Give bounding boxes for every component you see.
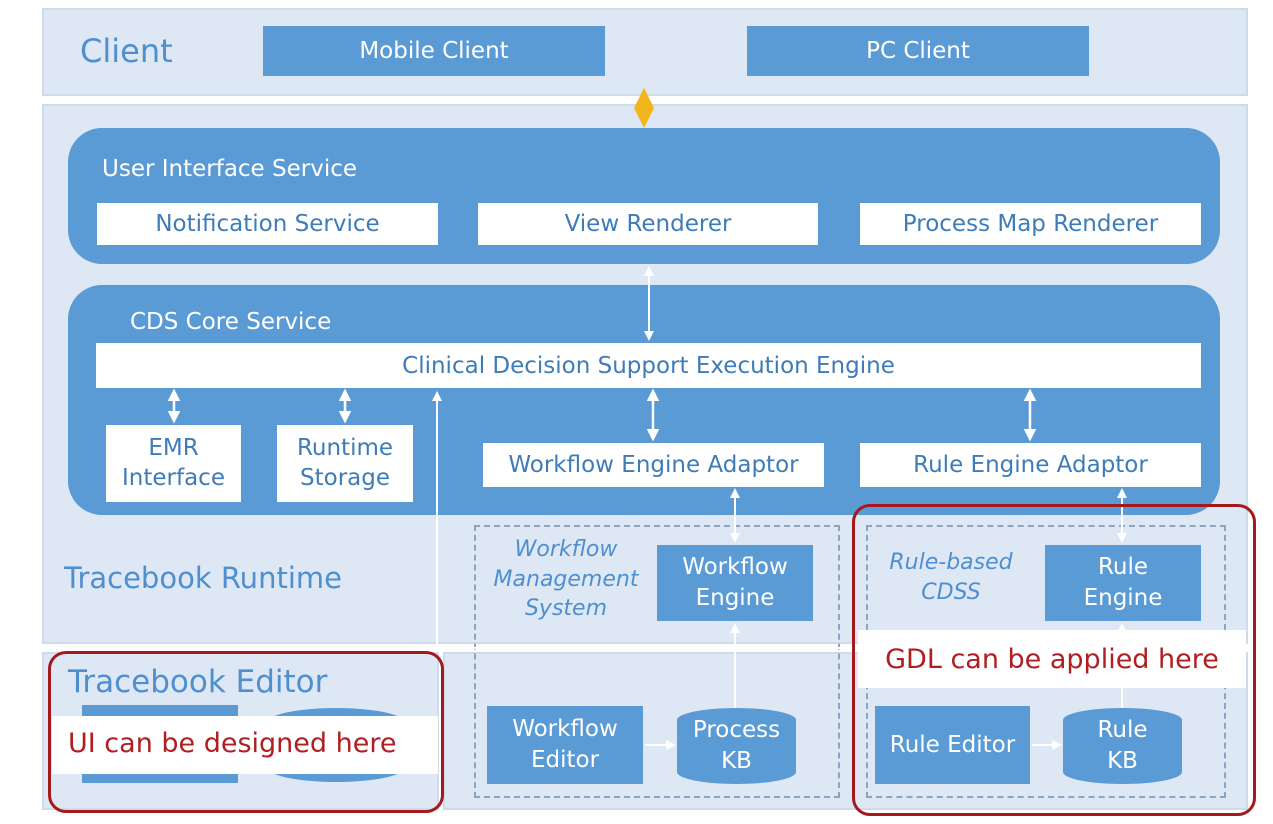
workflow-management-label: Workflow Management System <box>478 535 654 624</box>
wms-line1: Workflow <box>514 537 618 562</box>
client-title: Client <box>80 32 173 70</box>
editor-cds-path <box>432 391 848 649</box>
pc-client-box: PC Client <box>747 26 1089 76</box>
rule-kb-line1: Rule <box>1097 716 1148 743</box>
rule-cdss-line1: Rule-based <box>889 550 1013 575</box>
runtime-storage-box: Runtime Storage <box>277 425 413 502</box>
process-kb-db: Process KB <box>677 708 796 784</box>
emr-interface-box: EMR Interface <box>106 425 241 502</box>
process-map-renderer-box: Process Map Renderer <box>860 203 1201 245</box>
workflow-editor-line1: Workflow <box>512 715 618 742</box>
workflow-editor-line2: Editor <box>530 747 600 773</box>
process-kb-line1: Process <box>692 716 781 743</box>
rule-engine-line2: Engine <box>1083 585 1163 611</box>
runtime-storage-line2: Storage <box>300 464 390 491</box>
workflow-management-group <box>474 525 840 798</box>
rule-cdss-label: Rule-based CDSS <box>872 548 1030 607</box>
rule-cdss-line2: CDSS <box>921 579 981 605</box>
gdl-callout-frame <box>852 504 1256 816</box>
view-renderer-box: View Renderer <box>478 203 818 245</box>
rule-kb-line2: KB <box>1107 748 1138 774</box>
emr-interface-line1: EMR <box>148 434 199 461</box>
rule-engine-line1: Rule <box>1097 553 1149 580</box>
process-kb-line2: KB <box>721 748 752 774</box>
ui-callout-frame <box>48 651 444 813</box>
workflow-engine-line2: Engine <box>695 585 775 611</box>
gdl-callout-banner: GDL can be applied here <box>858 630 1246 688</box>
editor-title: Tracebook Editor <box>68 664 328 700</box>
notification-service-box: Notification Service <box>97 203 438 245</box>
ui-callout-text: UI can be designed here <box>68 728 397 759</box>
workflow-engine-line1: Workflow <box>682 553 788 580</box>
mobile-client-box: Mobile Client <box>263 26 605 76</box>
workflow-editor-box: Workflow Editor <box>487 706 643 784</box>
rule-engine-adaptor-box: Rule Engine Adaptor <box>860 443 1201 487</box>
rule-engine-box: Rule Engine <box>1045 545 1201 621</box>
workflow-engine-adaptor-box: Workflow Engine Adaptor <box>483 443 824 487</box>
wms-line3: System <box>524 596 608 622</box>
cds-core-title: CDS Core Service <box>130 309 332 335</box>
runtime-storage-line1: Runtime <box>296 434 394 461</box>
emr-interface-line2: Interface <box>122 464 225 491</box>
ui-callout-banner: UI can be designed here <box>52 716 438 774</box>
ui-service-title: User Interface Service <box>102 156 358 182</box>
rule-editor-box: Rule Editor <box>875 706 1030 784</box>
workflow-engine-box: Workflow Engine <box>657 545 813 621</box>
runtime-title: Tracebook Runtime <box>64 561 342 595</box>
gdl-callout-text: GDL can be applied here <box>885 643 1219 675</box>
wms-line2: Management <box>493 566 639 592</box>
cds-execution-engine-box: Clinical Decision Support Execution Engi… <box>96 343 1201 388</box>
rule-kb-db: Rule KB <box>1063 708 1182 784</box>
